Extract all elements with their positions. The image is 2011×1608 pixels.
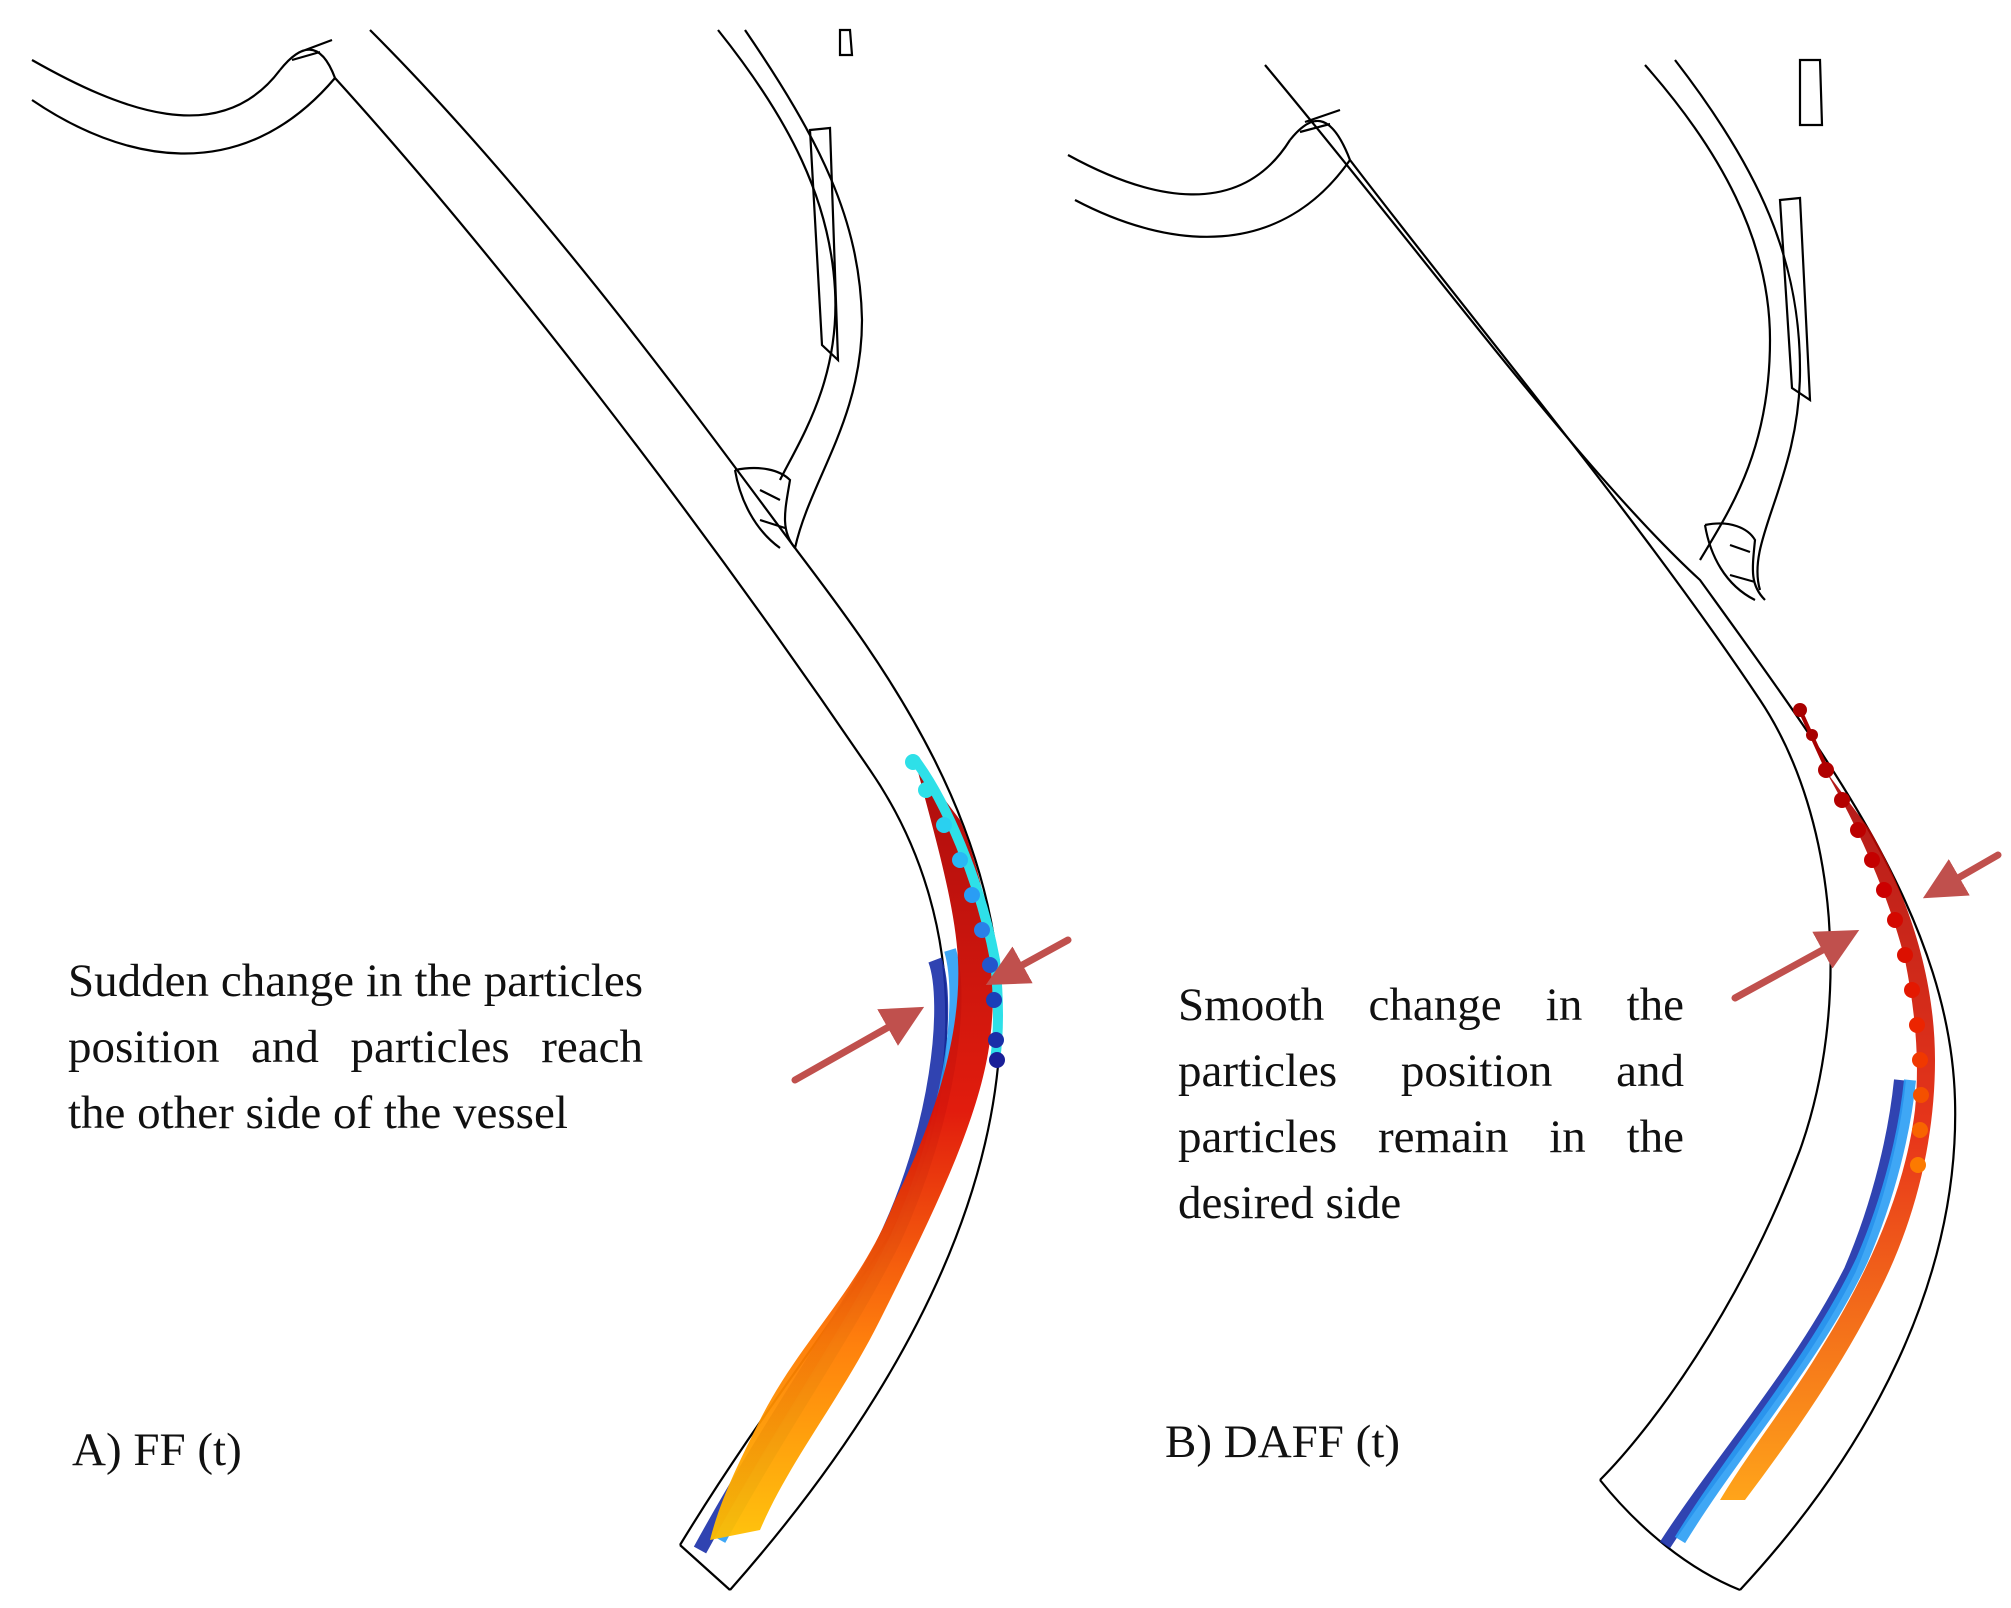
- vessel-a-bifurcation-top: [279, 38, 337, 79]
- particle-dot: [905, 754, 921, 770]
- particle-band-a-hot: [710, 760, 994, 1540]
- arrow-b-right: [1922, 851, 2002, 899]
- particle-dot: [952, 852, 968, 868]
- particle-dot: [1864, 852, 1880, 868]
- vessel-a-outer-wall: [369, 29, 1002, 1591]
- vessel-b-end-cap: [1599, 1479, 1741, 1592]
- particle-dot: [1912, 1122, 1928, 1138]
- particle-dot: [974, 922, 990, 938]
- particle-dots-a: [905, 754, 1005, 1068]
- vessel-b-bifurcation-top: [1289, 108, 1352, 161]
- vessel-a-upper-branch: [31, 59, 336, 155]
- particle-streaks-b: [1659, 709, 1935, 1549]
- particle-band-b-cold: [1659, 1079, 1906, 1549]
- particle-dot: [936, 817, 952, 833]
- particle-dot: [1904, 982, 1920, 998]
- particle-dot: [1910, 1157, 1926, 1173]
- vessel-b-upper-branch: [1067, 139, 1351, 238]
- particle-dot: [1912, 1052, 1928, 1068]
- arrow-a-right: [985, 936, 1072, 986]
- particle-dots-b: [1793, 703, 1929, 1173]
- particle-dot: [1897, 947, 1913, 963]
- vessel-a: [31, 28, 1002, 1591]
- particle-band-b-cool: [1674, 1079, 1916, 1544]
- particle-dot: [1909, 1017, 1925, 1033]
- particle-dot: [1887, 912, 1903, 928]
- particle-dot: [982, 957, 998, 973]
- particle-streaks-a: [693, 757, 1004, 1554]
- vessel-a-branch-valve: [808, 28, 854, 363]
- vessel-b-side-branch: [1644, 59, 1802, 591]
- particle-dot: [1806, 729, 1818, 741]
- arrows-a: [791, 936, 1072, 1084]
- particle-dot: [989, 1052, 1005, 1068]
- particle-dot: [1913, 1087, 1929, 1103]
- particle-dot: [1850, 822, 1866, 838]
- particle-band-b-hot: [1720, 770, 1935, 1500]
- particle-dot: [1793, 703, 1807, 717]
- vessel-b-inner-wall: [1349, 159, 1832, 1481]
- arrow-a-left: [791, 1006, 925, 1084]
- vessel-b: [1067, 58, 1957, 1592]
- vessel-b-branch-valve: [1778, 58, 1824, 403]
- particle-dot: [1818, 762, 1834, 778]
- particle-dot: [986, 992, 1002, 1008]
- particle-dot: [964, 887, 980, 903]
- vessel-a-end-cap: [679, 1544, 731, 1591]
- caption-panel-b: Smooth change in the particles position …: [1178, 979, 1684, 1229]
- particle-dot: [988, 1032, 1004, 1048]
- particle-dot: [1876, 882, 1892, 898]
- vessel-a-side-branch: [717, 29, 864, 549]
- vessel-b-outer-wall: [1264, 64, 1957, 1591]
- particle-dot: [1834, 792, 1850, 808]
- vessel-a-bifurcation-mid: [733, 466, 796, 549]
- particle-dot: [918, 782, 934, 798]
- arrows-b: [1731, 851, 2002, 1002]
- vessel-b-bifurcation-mid: [1703, 522, 1766, 601]
- arrow-b-left: [1731, 929, 1860, 1002]
- panel-label-a: A) FF (t): [72, 1424, 242, 1476]
- panel-label-b: B) DAFF (t): [1165, 1416, 1401, 1468]
- caption-panel-a: Sudden change in the particles position …: [68, 955, 643, 1139]
